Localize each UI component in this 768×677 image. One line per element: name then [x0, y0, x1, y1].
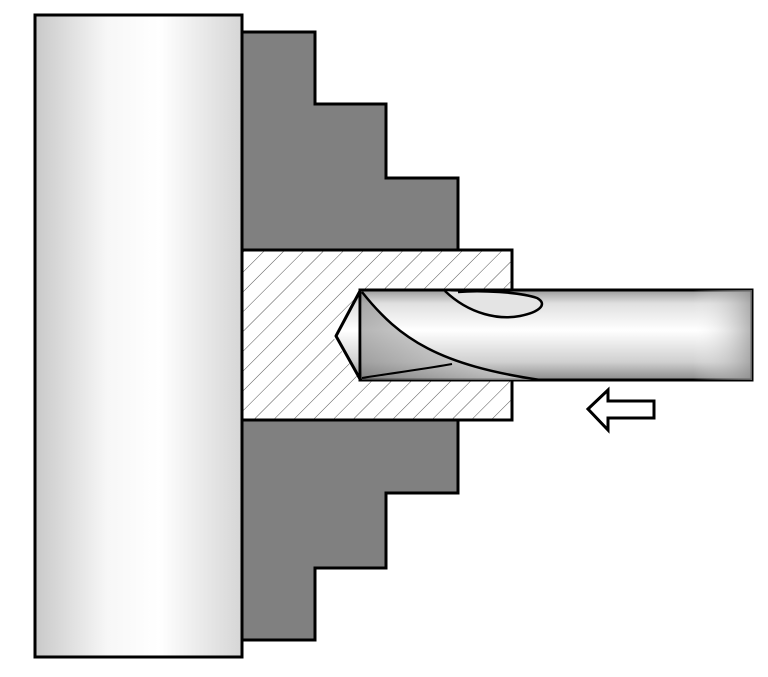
drill-flute-upper	[444, 290, 544, 319]
drill-flute-lower	[362, 292, 540, 380]
feed-arrow-icon	[585, 386, 656, 434]
chuck-body	[33, 13, 244, 659]
drill-tip	[334, 289, 362, 381]
drill-bit	[334, 288, 754, 382]
